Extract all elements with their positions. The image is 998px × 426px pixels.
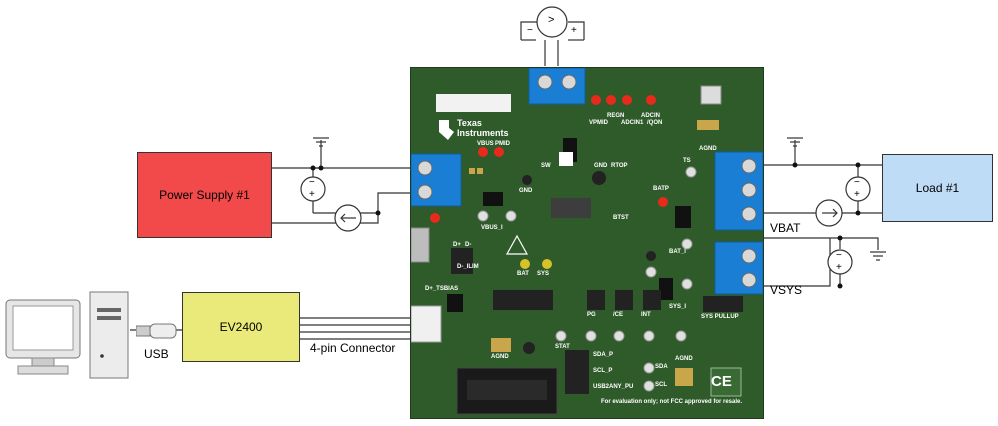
pcb-label-vbus-i: VBUS_I <box>481 225 503 231</box>
pcb-label-dp: D+ <box>453 242 461 248</box>
plus-sign: + <box>309 189 315 200</box>
ti-logo-icon <box>439 120 454 140</box>
pcb-label-regn: REGN <box>607 113 625 119</box>
plus-sign: + <box>854 189 860 200</box>
pcb-label-ce: /CE <box>613 312 624 318</box>
pcb-label-vbus: VBUS <box>477 141 494 147</box>
minus-sign: − <box>836 250 842 261</box>
computer-icon <box>5 291 129 379</box>
pcb-label-qon: /QON <box>647 120 663 126</box>
pcb-label-usb2any-pu: USB2ANY_PU <box>593 384 634 390</box>
connector-label: 4-pin Connector <box>310 341 396 355</box>
pcb-label-sys: SYS <box>537 271 550 277</box>
voltmeter-top <box>536 6 568 38</box>
pcb-label-pmid: PMID <box>495 141 510 147</box>
power-supply-block: Power Supply #1 <box>137 152 272 238</box>
pcb-label-sys-i: SYS_I <box>669 304 687 310</box>
voltmeter-load <box>845 176 871 202</box>
pcb-label-agnd: AGND <box>699 146 717 152</box>
minus-sign: − <box>309 177 315 188</box>
pcb-graphics <box>411 68 763 415</box>
pcb-label-stat: STAT <box>555 344 570 350</box>
pcb-label-rtop: RTOP <box>611 163 628 169</box>
voltmeter-supply <box>300 176 326 202</box>
pcb-label-int: INT <box>641 312 651 318</box>
pcb-label-ts: TS <box>683 158 691 164</box>
pcb-label-scl-p: SCL_P <box>593 368 613 374</box>
pcb-label-agnd: AGND <box>491 354 509 360</box>
pcb-label-dp-tsbias: D+_TSBIAS <box>425 286 459 292</box>
pcb-label-adcin: ADCIN <box>641 113 660 119</box>
pcb-label-agnd: AGND <box>675 356 693 362</box>
pcb-label-btst: BTST <box>613 215 629 221</box>
pcb-footer: For evaluation only; not FCC approved fo… <box>601 399 743 405</box>
load-block: Load #1 <box>882 154 993 222</box>
ce-mark: CE <box>711 373 732 390</box>
minus-sign: − <box>527 25 533 36</box>
ev2400-block: EV2400 <box>182 292 300 362</box>
voltmeter-symbol: > <box>548 14 555 26</box>
pcb-label-gnd: GND <box>519 188 533 194</box>
pcb-label-pg: PG <box>587 312 596 318</box>
pcb-label-adcin1: ADCIN1 <box>621 120 644 126</box>
plus-sign: + <box>836 262 842 273</box>
pcb-label-sys-pullup: SYS PULLUP <box>701 314 739 320</box>
usb-plug-icon <box>136 323 177 339</box>
pcb-label-scl: SCL <box>655 382 667 388</box>
pcb-label-sda-p: SDA_P <box>593 352 614 358</box>
pcb-label-batp: BATP <box>653 186 669 192</box>
usb-label: USB <box>144 347 169 361</box>
voltmeter-vsys <box>827 249 853 275</box>
pcb-label-sw: SW <box>541 163 551 169</box>
pcb-label-bat-i: BAT_I <box>669 249 686 255</box>
esd-warning-icon <box>505 234 529 255</box>
vsys-label: VSYS <box>770 283 803 297</box>
pcb-label-d-ilim: D-_ILIM <box>457 264 479 270</box>
pcb-board: Texas Instruments CE For evaluation only… <box>410 67 764 419</box>
pcb-label-sda: SDA <box>655 364 668 370</box>
vbat-label: VBAT <box>770 221 801 235</box>
ti-brand-line2: Instruments <box>457 128 509 138</box>
pcb-label-bat: BAT <box>517 271 529 277</box>
pcb-label-vpmid: VPMID <box>589 120 609 126</box>
ti-brand-line1: Texas <box>457 118 482 128</box>
pcb-label-dm: D- <box>465 242 472 248</box>
minus-sign: − <box>854 177 860 188</box>
pcb-label-gnd: GND <box>594 163 608 169</box>
plus-sign: + <box>571 25 577 36</box>
